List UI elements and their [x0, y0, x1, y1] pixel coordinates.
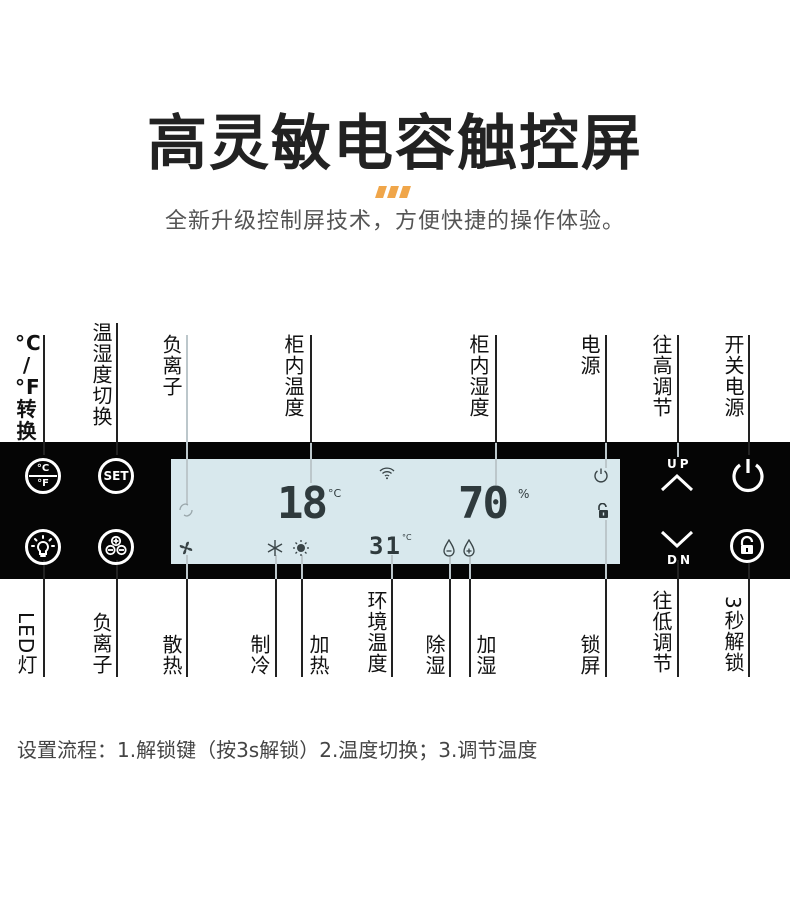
label-adjust-down: 往低调节	[649, 590, 673, 674]
leader-line	[391, 579, 393, 677]
accent-marks	[375, 186, 413, 198]
power-indicator-icon	[594, 468, 608, 483]
fan-icon	[179, 541, 193, 555]
label-dehumidify: 除湿	[422, 634, 446, 676]
label-ambient-temp: 环境温度	[364, 590, 388, 674]
label-unlock-3s: 3秒解锁	[721, 596, 745, 673]
lcd-display	[171, 459, 620, 564]
leader-line	[495, 443, 497, 485]
lightbulb-icon	[31, 535, 55, 557]
label-led-light: LED灯	[14, 612, 38, 676]
label-power-switch: 开关电源	[721, 334, 745, 418]
fahrenheit-icon: °F	[37, 478, 49, 489]
label-cabinet-temp: 柜内温度	[281, 334, 305, 418]
leader-line	[275, 579, 277, 677]
cooling-snowflake-icon	[267, 540, 283, 556]
up-button[interactable]	[659, 470, 695, 494]
leader-line	[449, 555, 451, 579]
down-button[interactable]	[659, 528, 695, 552]
leader-line	[275, 555, 277, 579]
leader-line	[469, 555, 471, 579]
chevron-down-icon	[660, 530, 694, 549]
ionizer-icon	[105, 535, 127, 556]
cabinet-humidity-value: 70	[458, 478, 509, 529]
ionizer-indicator-icon	[179, 503, 193, 517]
ionizer-button[interactable]	[98, 529, 134, 565]
power-button[interactable]	[728, 455, 768, 495]
leader-line	[449, 579, 451, 677]
leader-line	[186, 579, 188, 677]
leader-line	[605, 335, 607, 443]
wifi-icon	[379, 467, 395, 480]
leader-line	[43, 560, 45, 677]
cabinet-temp-value: 18	[277, 478, 328, 529]
ambient-temp-value: 31	[369, 532, 402, 560]
leader-line	[677, 560, 679, 677]
leader-line	[301, 555, 303, 579]
humidify-drop-icon	[463, 539, 475, 557]
set-button[interactable]: SET	[98, 458, 134, 494]
led-light-button[interactable]	[25, 529, 61, 565]
leader-line	[677, 335, 679, 443]
leader-line	[310, 443, 312, 483]
leader-line	[605, 520, 607, 579]
leader-line	[748, 560, 750, 677]
unlock-icon	[740, 535, 754, 554]
label-screen-lock: 锁屏	[577, 634, 601, 676]
label-heating: 加热	[306, 634, 330, 676]
leader-line	[186, 335, 188, 505]
down-label: DN	[667, 553, 694, 567]
ambient-temp-unit: °C	[402, 533, 412, 542]
label-temp-humid-switch: 温湿度切换	[89, 322, 113, 427]
label-heat-dissipation: 散热	[159, 634, 183, 676]
leader-line	[301, 579, 303, 677]
label-ionizer-top: 负离子	[159, 334, 183, 397]
dehumidify-drop-icon	[443, 539, 455, 557]
heating-sun-icon	[293, 540, 309, 556]
leader-line	[748, 335, 750, 455]
leader-line	[391, 555, 393, 579]
leader-line	[310, 335, 312, 443]
leader-line	[469, 579, 471, 677]
label-humidify: 加湿	[473, 634, 497, 676]
leader-line	[186, 555, 188, 579]
lock-indicator-icon	[598, 503, 608, 518]
label-power: 电源	[577, 334, 601, 376]
leader-line	[605, 443, 607, 468]
unlock-button[interactable]	[730, 529, 764, 563]
cabinet-temp-unit: °C	[328, 487, 342, 500]
leader-line	[495, 335, 497, 443]
cabinet-humidity-unit: %	[518, 487, 530, 501]
label-cooling: 制冷	[247, 634, 271, 676]
setup-flow-text: 设置流程：1.解锁键（按3s解锁）2.温度切换；3.调节温度	[17, 738, 538, 762]
unit-toggle-button[interactable]: °C °F	[25, 458, 61, 494]
divider	[29, 475, 57, 477]
leader-line	[605, 579, 607, 677]
leader-line	[677, 443, 679, 457]
chevron-up-icon	[660, 473, 694, 492]
page-subtitle: 全新升级控制屏技术，方便快捷的操作体验。	[164, 209, 625, 234]
label-cabinet-humidity: 柜内湿度	[466, 334, 490, 418]
up-label: UP	[667, 457, 692, 471]
leader-line	[116, 323, 118, 455]
power-icon	[732, 459, 764, 493]
leader-line	[43, 335, 45, 455]
label-adjust-up: 往高调节	[649, 334, 673, 418]
celsius-icon: °C	[36, 463, 50, 474]
label-ionizer-bottom: 负离子	[89, 612, 113, 675]
page-title: 高灵敏电容触控屏	[147, 109, 643, 179]
leader-line	[116, 560, 118, 677]
